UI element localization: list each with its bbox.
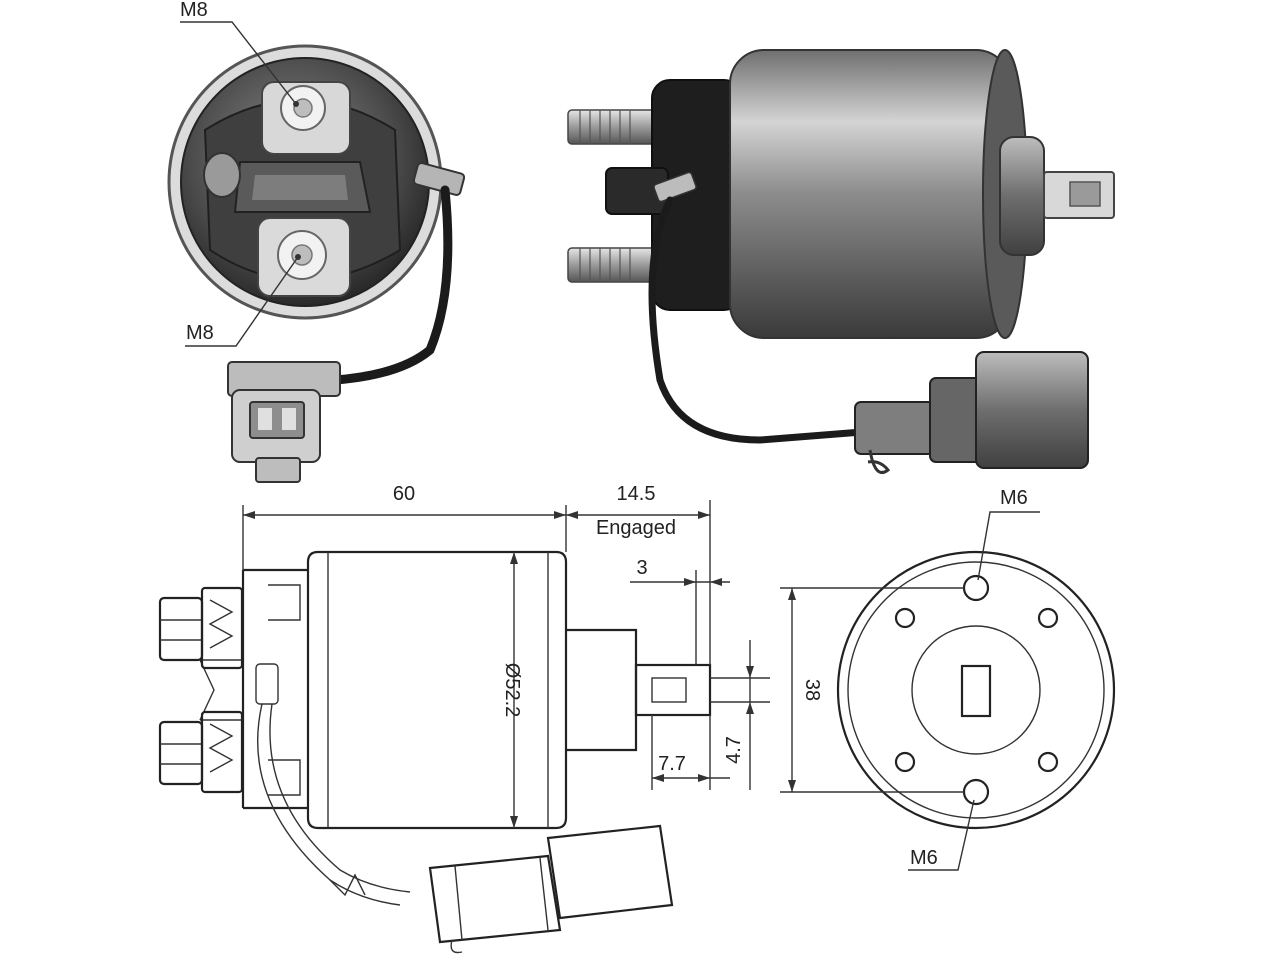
dim-hole-spacing-38: 38 [801, 679, 823, 701]
dim-stroke-engaged-note: Engaged [596, 517, 676, 539]
dim-stroke-14-5: 14.5 [617, 483, 656, 505]
upper-bolt [567, 109, 661, 145]
label-m6-bottom: M6 [910, 847, 938, 869]
label-m6-top: M6 [1000, 487, 1028, 509]
dim-length-60: 60 [393, 483, 415, 505]
photo-end-view: M8 M8 [167, 0, 466, 483]
upper-nut [158, 586, 244, 670]
label-m8-top: M8 [180, 0, 208, 21]
dim-diameter-52-2: Ø52.2 [501, 663, 523, 717]
dim-tab-thickness-3: 3 [636, 557, 647, 579]
plunger-slot [960, 664, 992, 718]
label-m8-bottom: M8 [186, 322, 214, 344]
drawing-connector [428, 824, 674, 954]
m6-hole-top [962, 574, 990, 602]
end-view-connector [227, 361, 341, 483]
lower-nut [158, 710, 244, 794]
dim-tab-width-4-7: 4.7 [723, 736, 745, 764]
solenoid-can [729, 49, 1011, 339]
drawing-end-view: 38 M6 M6 [780, 487, 1116, 871]
drawing-side-view: 60 14.5 Engaged 3 Ø52.2 4.7 7.7 [158, 483, 770, 954]
m6-hole-bottom [962, 778, 990, 806]
plunger [999, 136, 1045, 256]
photo-side-view [567, 49, 1115, 474]
lower-bolt [567, 247, 661, 283]
side-view-connector [854, 351, 1089, 474]
dim-tab-length-7-7: 7.7 [658, 753, 686, 775]
